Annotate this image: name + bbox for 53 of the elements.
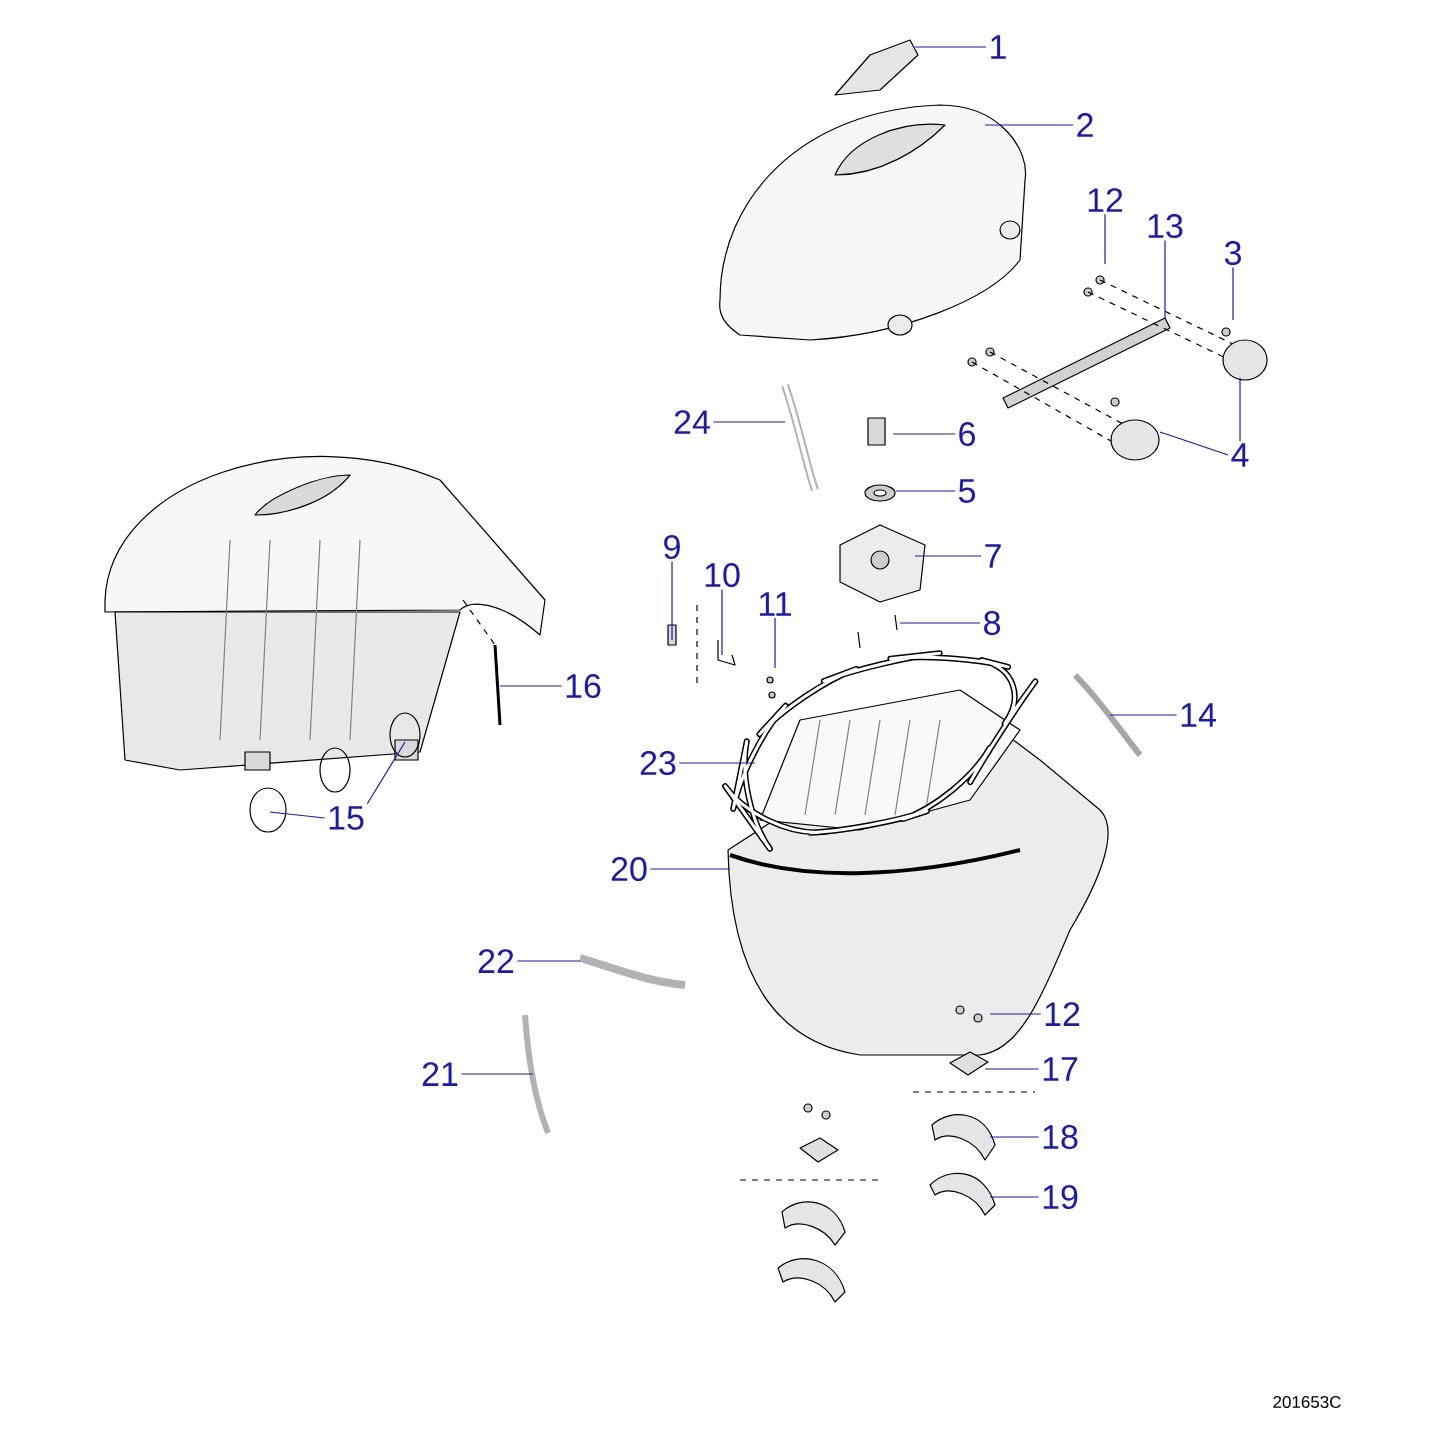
callout-number: 2	[1077, 113, 1093, 137]
callout-number: 3	[1224, 240, 1241, 266]
leader-line	[671, 560, 673, 641]
callout-number: 5	[958, 479, 976, 503]
callout-number: 20	[611, 856, 647, 882]
leader-line	[899, 622, 981, 624]
callout-number: 16	[566, 673, 601, 699]
callout-number: 7	[985, 544, 1001, 568]
callout-number: 8	[984, 610, 1000, 636]
callout-number: 1	[991, 35, 1006, 59]
leader-line	[984, 124, 1074, 126]
callout-number: 24	[674, 410, 710, 434]
figure-code: 201653C	[1273, 1396, 1341, 1409]
leader-line	[499, 685, 563, 687]
leader-line	[989, 1136, 1040, 1138]
callout-number: 6	[959, 421, 975, 447]
callout-number: 4	[1231, 443, 1249, 467]
callout-number: 21	[422, 1062, 458, 1086]
leader-line	[366, 741, 406, 805]
leader-line	[892, 433, 956, 435]
callout-number: 13	[1148, 213, 1183, 239]
callout-number: 12	[1045, 1002, 1080, 1026]
callout-number: 9	[664, 534, 680, 560]
callout-number: 10	[705, 562, 740, 588]
leader-line	[895, 490, 956, 492]
leader-line	[774, 617, 776, 669]
callout-number: 15	[329, 806, 364, 830]
leader-line	[1159, 431, 1229, 456]
callout-number: 19	[1043, 1184, 1078, 1210]
leader-line	[989, 1196, 1040, 1198]
callout-number: 17	[1043, 1057, 1078, 1081]
leader-line	[649, 868, 731, 870]
leader-line	[712, 421, 786, 423]
leader-line	[989, 1013, 1042, 1015]
callout-number: 11	[759, 592, 791, 616]
callout-number: 22	[478, 949, 514, 973]
leader-line	[721, 588, 723, 656]
callout-number: 12	[1088, 188, 1123, 212]
leader-line	[678, 762, 756, 764]
leader-line	[1104, 213, 1106, 265]
leader-line	[914, 46, 987, 48]
leader-line	[269, 811, 326, 819]
leader-line	[1164, 239, 1166, 319]
leader-line	[460, 1073, 534, 1075]
leader-line	[1239, 377, 1241, 442]
leader-line	[516, 960, 581, 962]
leader-line	[914, 555, 982, 557]
leader-line	[984, 1068, 1040, 1070]
callout-number: 14	[1181, 703, 1216, 727]
leader-line	[1232, 266, 1234, 321]
callout-number: 18	[1043, 1124, 1078, 1150]
callout-number: 23	[640, 750, 676, 776]
leader-line	[1109, 714, 1178, 716]
